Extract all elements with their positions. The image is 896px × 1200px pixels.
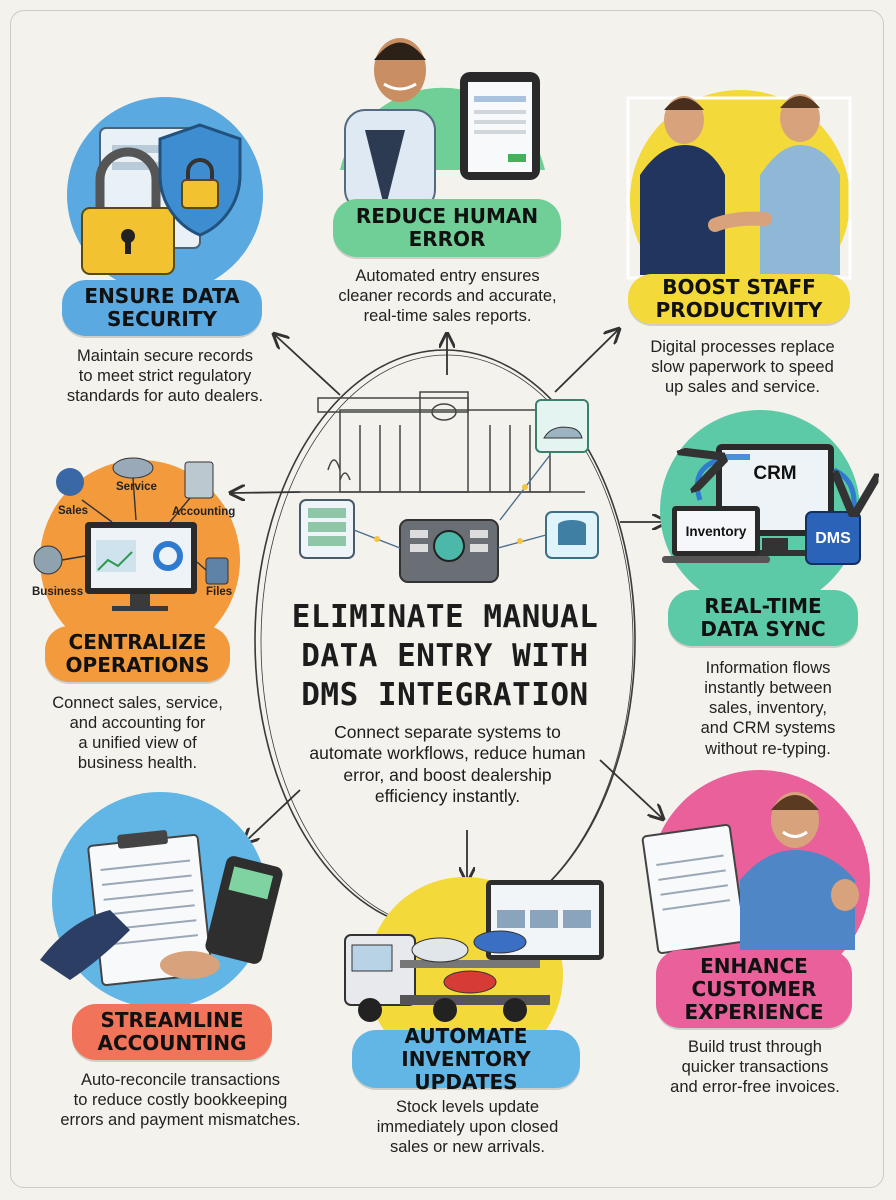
sync-label-inventory: Inventory — [685, 523, 747, 539]
text-customer-experience: Build trust through quicker transactions… — [670, 1038, 840, 1097]
main-title: ELIMINATE MANUAL DATA ENTRY WITH DMS INT… — [291, 599, 599, 713]
heading-reduce-error: REDUCE HUMAN ERROR — [333, 199, 561, 257]
text-inventory-updates: Stock levels update immediately upon clo… — [376, 1098, 559, 1157]
text-streamline-accounting: Auto-reconcile transactions to reduce co… — [60, 1071, 301, 1130]
text-data-security: Maintain secure records to meet strict r… — [66, 347, 264, 406]
text-centralize-operations: Connect sales, service, and accounting f… — [52, 694, 223, 773]
reduce-error-illustration — [340, 38, 545, 211]
connector-arrows — [232, 330, 665, 880]
text-staff-productivity: Digital processes replace slow paperwork… — [650, 338, 835, 397]
accounting-illustration — [40, 792, 283, 1008]
main-subtitle: Connect separate systems to automate wor… — [309, 722, 586, 807]
operations-illustration — [33, 457, 240, 660]
page-border — [10, 10, 884, 1188]
ops-label-service: Service — [116, 481, 157, 493]
inventory-illustration — [344, 877, 604, 1073]
heading-customer-experience: ENHANCE CUSTOMER EXPERIENCE — [656, 950, 852, 1028]
security-illustration — [67, 97, 263, 293]
heading-staff-productivity: BOOST STAFF PRODUCTIVITY — [628, 274, 850, 324]
heading-streamline-accounting: STREAMLINE ACCOUNTING — [72, 1004, 272, 1060]
ops-label-sales: Sales — [58, 505, 89, 517]
sync-illustration — [660, 410, 860, 610]
ops-label-business: Business — [32, 586, 84, 598]
sync-label-dms: DMS — [815, 530, 851, 547]
text-reduce-error: Automated entry ensures cleaner records … — [338, 267, 557, 326]
ops-label-accounting: Accounting — [172, 506, 236, 518]
integration-nodes — [299, 399, 599, 583]
ops-label-files: Files — [206, 586, 233, 598]
text-real-time-sync: Information flows instantly between sale… — [700, 659, 836, 758]
heading-centralize-operations: CENTRALIZE OPERATIONS — [45, 626, 230, 682]
customer-illustration — [641, 770, 870, 990]
heading-real-time-sync: REAL-TIME DATA SYNC — [668, 590, 858, 646]
heading-inventory-updates: AUTOMATE INVENTORY UPDATES — [352, 1024, 580, 1093]
sync-label-crm: CRM — [753, 463, 797, 484]
heading-data-security: ENSURE DATA SECURITY — [62, 280, 262, 336]
